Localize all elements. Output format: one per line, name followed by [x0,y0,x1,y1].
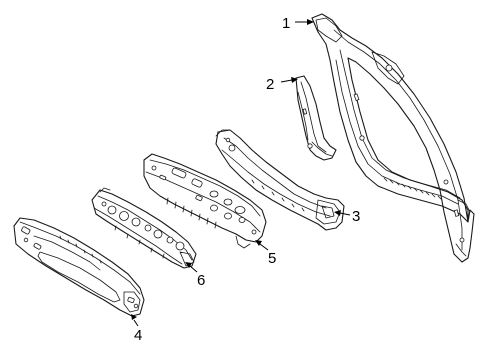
callout-6: 6 [197,272,205,289]
part-2-b-pillar-reinforcement [295,75,337,161]
callout-1: 1 [282,15,290,32]
part-5-rocker-inner [143,153,267,249]
part-1-body-side-outer [311,13,475,263]
arrowhead-4 [131,314,137,320]
part-3-rail-inner [215,129,345,231]
part-6-rocker-reinforcement [91,187,197,269]
callout-5: 5 [268,250,276,267]
callout-3: 3 [352,208,360,225]
arrowhead-5 [255,240,262,246]
arrowhead-6 [185,262,192,268]
leader-3 [339,212,351,216]
arrowhead-1 [307,19,314,25]
leader-4 [133,319,139,327]
part-4-rocker-outer [13,217,145,317]
callout-2: 2 [266,76,274,93]
leader-2 [280,79,293,83]
arrowhead-2 [291,77,298,83]
callout-4: 4 [134,327,142,344]
callout-leaders [131,19,351,327]
leader-5 [259,243,269,251]
leader-6 [189,265,198,273]
arrowhead-3 [334,210,341,216]
